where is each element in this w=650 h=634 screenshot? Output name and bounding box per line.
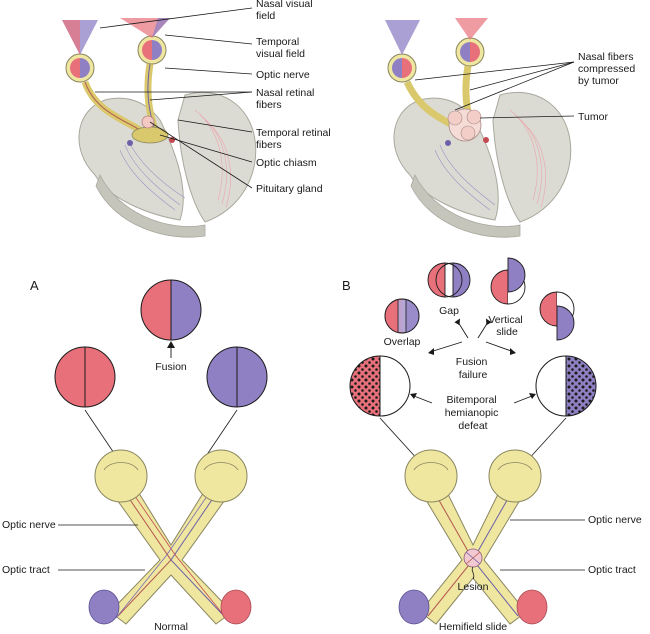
vertical-slide-field-pair xyxy=(490,257,526,305)
fusion-failure-arrows xyxy=(429,321,515,353)
label-temporal-visual-field: Temporal visual field xyxy=(256,36,305,60)
label-fusion: Fusion xyxy=(155,361,187,373)
right-tract-end-a xyxy=(220,589,252,625)
left-hemisphere xyxy=(78,97,184,221)
left-tract-end-b xyxy=(398,589,430,625)
right-tract-end-b xyxy=(516,589,548,625)
gap-field-pair xyxy=(427,262,471,298)
caption-normal: Normal xyxy=(154,621,188,633)
left-field-circle-a xyxy=(54,346,116,408)
panel-a-letter: A xyxy=(30,278,39,293)
label-nasal-fibers-compressed: Nasal fibers compressed by tumor xyxy=(578,51,638,87)
brain-base xyxy=(95,173,206,238)
right-hemisphere-tumor xyxy=(492,91,572,223)
label-optic-chiasm: Optic chiasm xyxy=(256,157,317,169)
label-pituitary-gland: Pituitary gland xyxy=(256,183,323,195)
right-hemisphere xyxy=(177,91,257,223)
pituitary-gland xyxy=(141,115,155,129)
optic-chiasm xyxy=(131,126,169,144)
label-nasal-retinal-fibers: Nasal retinal fibers xyxy=(256,87,317,111)
slide-field-pair-right xyxy=(539,291,575,341)
left-hemisphere-tumor xyxy=(393,97,499,221)
label-optic-tract-b: Optic tract xyxy=(588,564,636,576)
caption-hemifield-slide: Hemifield slide xyxy=(439,621,507,633)
tumor xyxy=(447,108,482,142)
left-tract-end-a xyxy=(88,589,120,625)
right-eye-a xyxy=(194,449,248,503)
left-eye-b xyxy=(404,449,458,503)
bitemporal-arrows xyxy=(413,395,533,404)
label-optic-nerve-a: Optic nerve xyxy=(2,519,56,531)
label-lesion: Lesion xyxy=(458,581,489,593)
label-optic-tract-a: Optic tract xyxy=(2,564,50,576)
optic-pathway-normal xyxy=(109,481,233,625)
left-field-circle-bitemporal xyxy=(349,355,411,417)
overlap-field-pair xyxy=(384,298,420,334)
label-tumor: Tumor xyxy=(578,111,608,123)
label-optic-nerve-top: Optic nerve xyxy=(256,69,310,81)
label-nasal-visual-field: Nasal visual field xyxy=(256,0,316,22)
top-left-brain-illustration xyxy=(62,7,257,238)
label-temporal-retinal-fibers: Temporal retinal fibers xyxy=(256,127,334,151)
optic-radiation-blue xyxy=(119,139,186,211)
panel-b-letter: B xyxy=(342,278,351,293)
fused-field-circle xyxy=(140,279,202,341)
label-gap: Gap xyxy=(439,305,459,317)
right-field-circle-a xyxy=(206,346,268,408)
left-eye-a xyxy=(94,449,148,503)
label-vertical-slide: Vertical slide xyxy=(488,314,525,338)
top-right-brain-illustration xyxy=(385,18,575,238)
label-overlap: Overlap xyxy=(384,336,421,348)
label-optic-nerve-b: Optic nerve xyxy=(588,514,642,526)
label-bitemporal-hemianopic: Bitemporal hemianopic defeat xyxy=(445,394,502,432)
right-field-circle-bitemporal xyxy=(535,355,597,417)
right-eye-b xyxy=(488,449,542,503)
label-fusion-failure: Fusion failure xyxy=(456,356,490,381)
